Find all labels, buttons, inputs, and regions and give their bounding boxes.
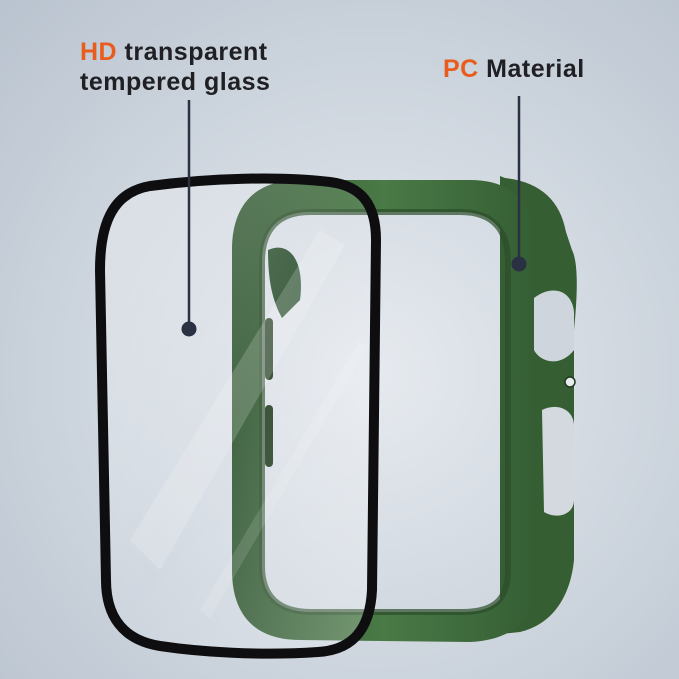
glass-border	[95, 173, 381, 659]
side-button-cutout	[542, 406, 574, 516]
material-callout-rest: Material	[478, 55, 585, 83]
glass-reflection-thin	[200, 340, 366, 618]
leader-material-dot	[511, 256, 527, 272]
leader-glass-dot	[181, 321, 197, 337]
glass-callout-line1: HD transparent	[80, 37, 270, 67]
tempered-glass	[95, 173, 381, 659]
glass-callout: HD transparent tempered glass	[80, 37, 270, 97]
leader-glass	[181, 100, 197, 337]
material-callout: PC Material	[443, 54, 585, 84]
glass-pane	[100, 178, 376, 654]
glass-callout-line2: tempered glass	[80, 68, 271, 96]
glass-callout-rest: transparent	[117, 38, 268, 66]
glass-callout-highlight: HD	[80, 38, 118, 66]
leader-material	[511, 96, 527, 272]
mic-hole	[564, 376, 576, 388]
glass-reflection	[130, 230, 345, 570]
material-callout-highlight: PC	[443, 55, 479, 83]
crown-cutout	[534, 290, 574, 362]
